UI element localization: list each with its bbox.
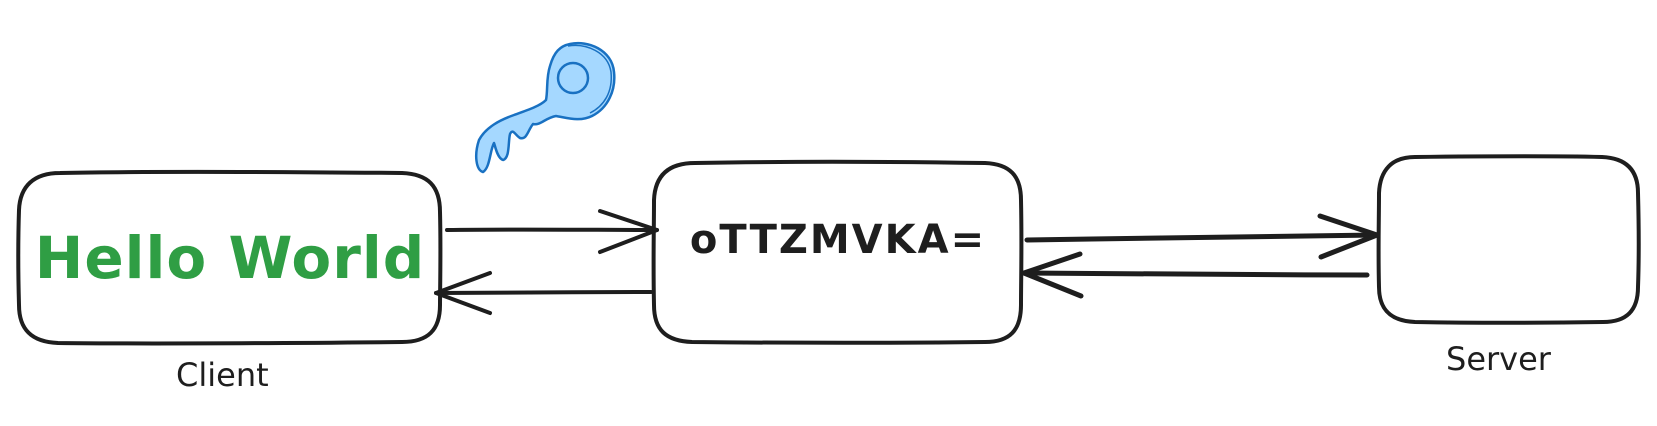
client-box-content: Hello World (22, 175, 438, 340)
arrow-ciphertext-to-client (434, 271, 653, 315)
arrow-client-to-ciphertext (445, 209, 659, 254)
ciphertext-box-content: oTTZMVKA= (656, 165, 1020, 315)
ciphertext-message: oTTZMVKA= (689, 217, 987, 263)
key-icon (474, 41, 616, 174)
ciphertext-box[interactable] (651, 159, 1024, 345)
server-box-content (1381, 159, 1636, 320)
arrow-server-to-ciphertext (1021, 251, 1370, 299)
client-label: Client (176, 356, 269, 394)
server-label: Server (1446, 340, 1551, 378)
client-box[interactable] (16, 169, 443, 346)
plaintext-message: Hello World (34, 223, 426, 292)
arrow-ciphertext-to-server (1024, 213, 1380, 260)
